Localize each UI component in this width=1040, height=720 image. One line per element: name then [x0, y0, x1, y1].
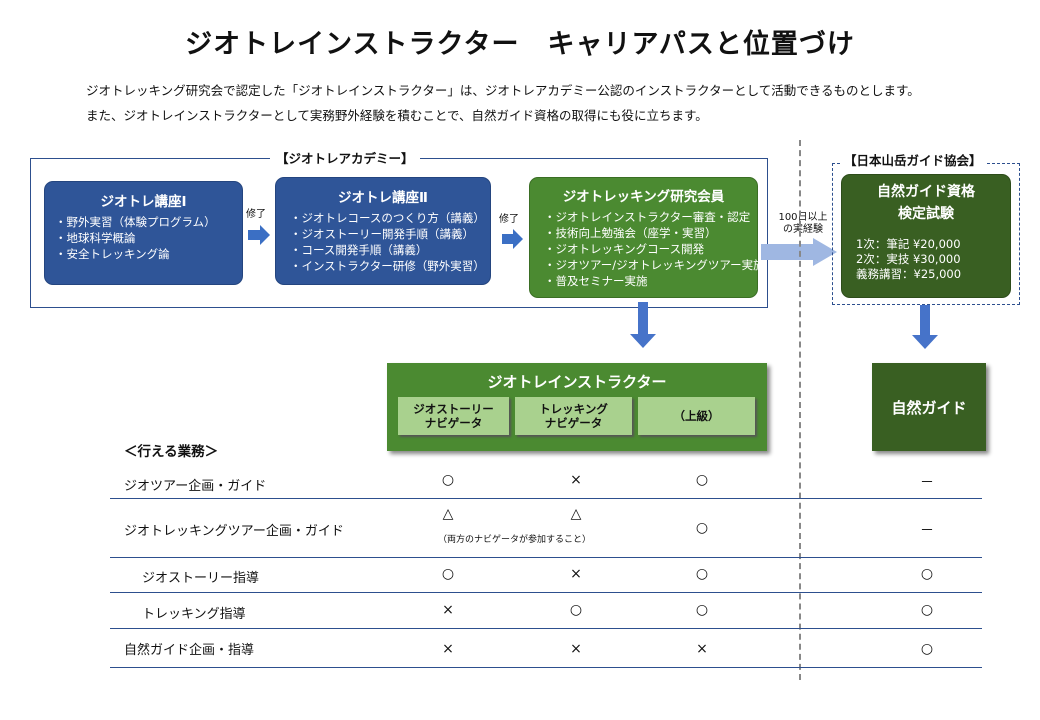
duty-mark: ○: [920, 602, 934, 618]
duty-mark: ○: [695, 566, 709, 582]
sub-geostory-navigator: ジオストーリー ナビゲータ: [398, 397, 509, 435]
exam-title: 自然ガイド資格: [877, 184, 975, 200]
duty-mark: ○: [920, 566, 934, 582]
row-divider: [110, 592, 982, 593]
member-item: ・技術向上勉強会（座学・実習）: [544, 226, 717, 240]
arrow-right-icon: [260, 225, 270, 245]
duty-mark: ×: [442, 602, 454, 618]
duty-row-label: ジオツアー企画・ガイド: [124, 479, 267, 494]
completed-label: 修了: [499, 214, 519, 225]
arrow-shaft: [248, 230, 260, 240]
duty-mark: ○: [695, 602, 709, 618]
exam-fee: 1次：筆記 ¥20,000: [856, 237, 961, 251]
arrow-shaft: [638, 302, 648, 334]
arrow-shaft: [920, 305, 930, 335]
experience-label-line: の実経験: [783, 224, 823, 235]
sub-label-line: ジオストーリー: [413, 402, 494, 416]
experience-label-line: 100日以上: [778, 212, 828, 223]
member-title: ジオトレッキング研究会員: [562, 189, 725, 205]
member-item: ・ジオトレッキングコース開発: [544, 242, 705, 256]
duty-mark: △: [442, 506, 454, 522]
intro-line-1: ジオトレッキング研究会で認定した「ジオトレインストラクター」は、ジオトレアカデミ…: [86, 83, 920, 98]
course-2-title: ジオトレ講座Ⅱ: [338, 190, 428, 206]
duty-mark: ○: [441, 566, 455, 582]
row-divider: [110, 498, 982, 499]
instructor-box: ジオトレインストラクター ジオストーリー ナビゲータ トレッキング ナビゲータ …: [387, 363, 767, 451]
course-1-item: ・野外実習（体験プログラム）: [55, 215, 216, 229]
intro-line-2: また、ジオトレインストラクターとして実務野外経験を積むことで、自然ガイド資格の取…: [86, 108, 708, 123]
duty-mark: －: [920, 475, 934, 491]
completed-label: 修了: [246, 209, 266, 220]
sub-advanced: （上級）: [638, 397, 755, 435]
course-2-box: ジオトレ講座Ⅱ ・ジオトレコースのつくり方（講義） ・ジオストーリー開発手順（講…: [275, 177, 491, 285]
arrow-down-icon: [630, 334, 656, 348]
duty-mark: ×: [570, 472, 582, 488]
arrow-down-icon: [912, 335, 938, 349]
arrow-shaft: [502, 234, 513, 244]
duty-mark: ○: [441, 472, 455, 488]
course-1-title: ジオトレ講座Ⅰ: [100, 194, 187, 210]
duty-mark: ○: [695, 520, 709, 536]
sub-label-line: トレッキング: [539, 402, 608, 416]
arrow-shaft: [761, 244, 813, 260]
exam-fee: 2次：実技 ¥30,000: [856, 252, 961, 266]
duty-row-label: ジオストーリー指導: [142, 571, 260, 586]
duty-mark: ×: [442, 641, 454, 657]
course-1-item: ・地球科学概論: [55, 231, 136, 245]
duties-header: ＜行える業務＞: [124, 444, 219, 460]
duty-mark: ○: [569, 602, 583, 618]
row-divider: [110, 557, 982, 558]
course-1-item: ・安全トレッキング論: [55, 247, 170, 261]
course-2-item: ・ジオストーリー開発手順（講義）: [290, 227, 474, 241]
course-1-box: ジオトレ講座Ⅰ ・野外実習（体験プログラム） ・地球科学概論 ・安全トレッキング…: [44, 181, 243, 285]
member-item: ・ジオツアー/ジオトレッキングツアー実施: [544, 258, 765, 272]
course-2-item: ・ジオトレコースのつくり方（講義）: [290, 211, 485, 225]
duty-mark: ○: [695, 472, 709, 488]
academy-label: 【ジオトレアカデミー】: [270, 148, 420, 167]
instructor-title: ジオトレインストラクター: [487, 373, 667, 391]
duty-row-label: トレッキング指導: [142, 607, 246, 622]
sub-label-line: ナビゲータ: [544, 416, 603, 430]
member-item: ・ジオトレインストラクター審査・認定: [544, 210, 751, 224]
duty-mark: △: [570, 506, 582, 522]
exam-fee: 義務講習：¥25,000: [856, 267, 962, 281]
duty-mark: ×: [696, 641, 708, 657]
exam-box: 自然ガイド資格 検定試験 1次：筆記 ¥20,000 2次：実技 ¥30,000…: [841, 174, 1011, 298]
row-divider: [110, 667, 982, 668]
duty-row-label: ジオトレッキングツアー企画・ガイド: [124, 524, 344, 539]
member-item: ・普及セミナー実施: [544, 274, 648, 288]
member-box: ジオトレッキング研究会員 ・ジオトレインストラクター審査・認定 ・技術向上勉強会…: [529, 177, 765, 298]
duty-row-label: 自然ガイド企画・指導: [124, 643, 255, 658]
duty-row-note: （両方のナビゲータが参加すること）: [438, 535, 592, 545]
duty-mark: ×: [570, 566, 582, 582]
divider-line: [799, 140, 801, 680]
sub-label-line: ナビゲータ: [424, 416, 483, 430]
arrow-right-icon: [513, 229, 523, 249]
course-2-item: ・コース開発手順（講義）: [290, 243, 428, 257]
experience-label: 100日以上 の実経験: [768, 212, 838, 236]
course-2-item: ・インストラクター研修（野外実習）: [290, 259, 485, 273]
jmga-label: 【日本山岳ガイド協会】: [840, 150, 986, 169]
row-divider: [110, 628, 982, 629]
arrow-right-icon: [813, 238, 837, 266]
duty-mark: ×: [570, 641, 582, 657]
duty-mark: ○: [920, 641, 934, 657]
natural-guide-box: 自然ガイド: [872, 363, 986, 451]
duty-mark: －: [920, 523, 934, 539]
exam-title: 検定試験: [898, 206, 954, 222]
page-title: ジオトレインストラクター キャリアパスと位置づけ: [185, 29, 855, 60]
sub-trekking-navigator: トレッキング ナビゲータ: [515, 397, 632, 435]
